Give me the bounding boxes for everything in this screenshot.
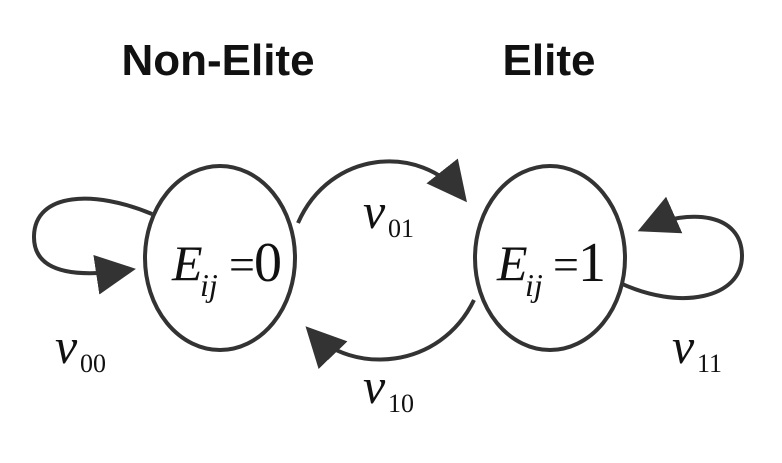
- state-1-value: 1: [578, 232, 606, 294]
- state-node-elite: [473, 164, 627, 352]
- transition-label-01: ν 01: [363, 183, 414, 243]
- state-0-variable: E: [171, 235, 203, 291]
- transition-11-subscript: 11: [697, 349, 722, 378]
- state-1-variable: E: [496, 235, 528, 291]
- transition-01-subscript: 01: [388, 214, 414, 243]
- non-elite-title: Non-Elite: [121, 36, 314, 85]
- transition-11-symbol: ν: [672, 318, 695, 374]
- self-loop-11-arrow: [617, 196, 745, 301]
- transition-10-arrow: [305, 299, 476, 369]
- elite-title: Elite: [503, 36, 596, 85]
- transition-label-00: ν 00: [55, 318, 106, 378]
- transition-10-symbol: ν: [363, 358, 386, 414]
- state-1-subscript: ij: [525, 267, 543, 303]
- state-0-equals: =: [229, 239, 255, 290]
- state-1-equals: =: [553, 239, 579, 290]
- transition-10-subscript: 10: [388, 389, 414, 418]
- transition-00-symbol: ν: [55, 318, 78, 374]
- transition-00-subscript: 00: [80, 349, 106, 378]
- state-0-value: 0: [254, 232, 282, 294]
- state-label-elite: E ij = 1: [496, 232, 606, 303]
- state-node-non-elite: [143, 164, 297, 352]
- state-0-subscript: ij: [200, 267, 218, 303]
- state-label-non-elite: E ij = 0: [171, 232, 282, 303]
- transition-label-11: ν 11: [672, 318, 722, 378]
- transition-label-10: ν 10: [363, 358, 414, 418]
- transition-01-arrow: [296, 158, 467, 224]
- transition-01-symbol: ν: [363, 183, 386, 239]
- self-loop-00-arrow: [31, 196, 153, 295]
